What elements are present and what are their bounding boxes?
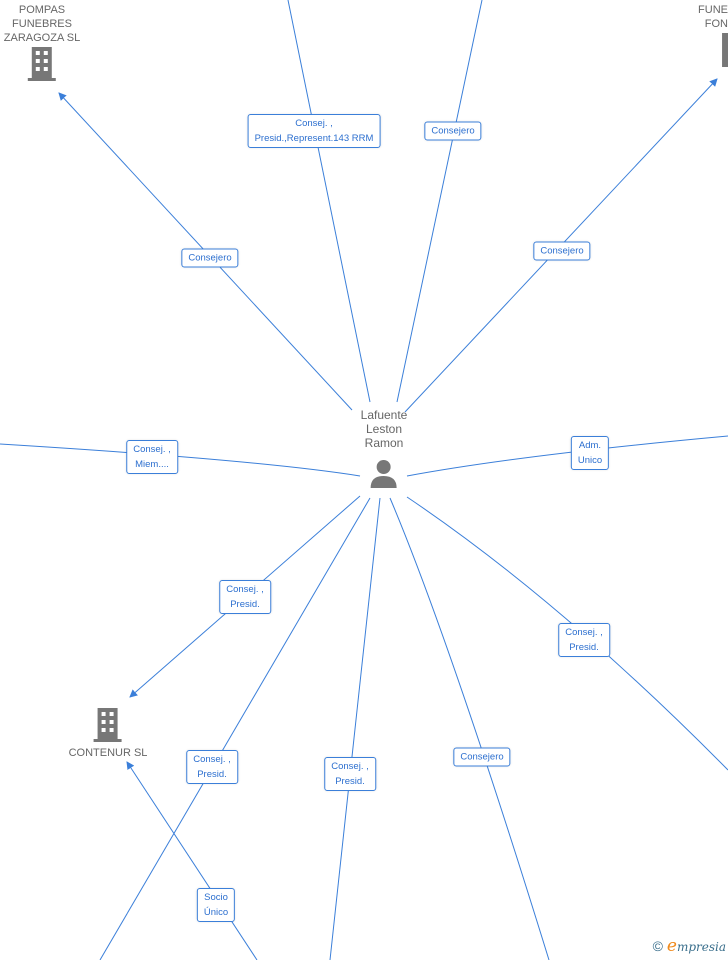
company-name: POMPAS FUNEBRES ZARAGOZA SL bbox=[3, 4, 81, 44]
company-node-contenur[interactable]: CONTENUR SL bbox=[68, 706, 148, 760]
company-name: FUNE FON bbox=[698, 4, 728, 30]
edge-line bbox=[287, 0, 371, 403]
edge-line bbox=[126, 761, 258, 960]
edge-label[interactable]: Consej. , Presid. bbox=[558, 623, 610, 657]
edge-line bbox=[406, 435, 728, 477]
edge-label[interactable]: Socio Único bbox=[196, 888, 236, 922]
edge-line bbox=[99, 497, 371, 960]
edge-label[interactable]: Consej. , Presid. bbox=[324, 757, 376, 791]
building-icon bbox=[27, 47, 56, 81]
edge-line bbox=[406, 496, 728, 771]
company-node-fune[interactable]: FUNE FON bbox=[698, 3, 728, 67]
person-node-center[interactable]: Lafuente Leston Ramon bbox=[360, 408, 408, 490]
edge-label[interactable]: Consejero bbox=[424, 121, 482, 141]
edge-label[interactable]: Consej. , Presid. bbox=[186, 750, 238, 784]
edge-label[interactable]: Adm. Unico bbox=[570, 436, 610, 470]
edge-label[interactable]: Consej. , Presid.,Represent.143 RRM bbox=[247, 114, 381, 148]
edge-label[interactable]: Consejero bbox=[453, 747, 511, 767]
edge-line bbox=[396, 0, 483, 403]
copyright-icon: © bbox=[652, 938, 663, 954]
empresia-logo: © empresia bbox=[653, 936, 726, 956]
building-icon bbox=[722, 33, 728, 67]
edge-label[interactable]: Consejero bbox=[533, 241, 591, 261]
edge-label[interactable]: Consej. , Presid. bbox=[219, 580, 271, 614]
person-name: Lafuente Leston Ramon bbox=[360, 408, 408, 450]
edge-label[interactable]: Consej. , Miem.... bbox=[126, 440, 178, 474]
logo-text: mpresia bbox=[676, 940, 726, 954]
company-name: CONTENUR SL bbox=[68, 747, 148, 759]
edge-line bbox=[0, 443, 361, 477]
company-node-pompas-funebres[interactable]: POMPAS FUNEBRES ZARAGOZA SL bbox=[4, 3, 80, 81]
edge-label[interactable]: Consejero bbox=[181, 248, 239, 268]
building-icon bbox=[94, 708, 122, 742]
edge-line bbox=[389, 497, 550, 960]
logo-e: e bbox=[666, 936, 677, 956]
person-icon bbox=[371, 460, 397, 488]
edge-line bbox=[329, 497, 381, 960]
